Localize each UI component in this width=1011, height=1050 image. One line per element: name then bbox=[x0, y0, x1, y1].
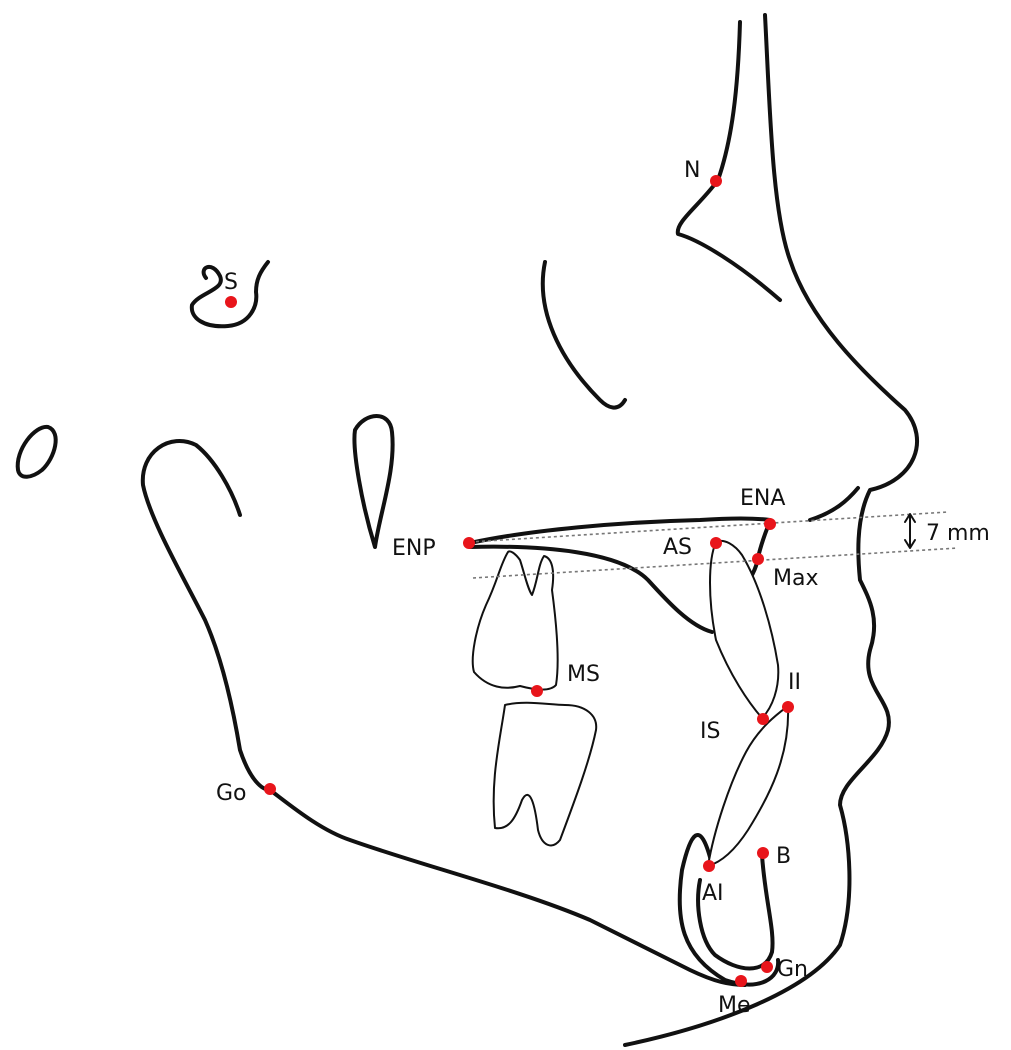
landmark-label-ai: AI bbox=[702, 881, 724, 906]
landmark-label-gn: Gn bbox=[777, 957, 808, 982]
landmark-label-b: B bbox=[776, 844, 791, 869]
landmark-as-point bbox=[710, 537, 722, 549]
landmark-label-n: N bbox=[684, 158, 700, 183]
landmark-label-me: Me bbox=[718, 993, 751, 1018]
landmark-ai-point bbox=[703, 860, 715, 872]
measurement-arrow bbox=[905, 514, 915, 548]
landmark-ii-point bbox=[782, 701, 794, 713]
landmark-ms-point bbox=[531, 685, 543, 697]
landmark-ena-point bbox=[764, 518, 776, 530]
landmark-label-s: S bbox=[224, 270, 238, 295]
palatal-reference-line bbox=[470, 512, 948, 542]
landmark-go-point bbox=[264, 783, 276, 795]
landmark-me-point bbox=[735, 975, 747, 987]
nose-ala-outline bbox=[810, 488, 858, 520]
landmark-n-point bbox=[710, 175, 722, 187]
landmark-label-as: AS bbox=[663, 535, 692, 560]
landmark-label-ena: ENA bbox=[740, 486, 785, 511]
lower-molar bbox=[494, 703, 597, 846]
landmark-label-ms: MS bbox=[567, 662, 600, 687]
landmark-label-go: Go bbox=[216, 781, 247, 806]
landmark-label-max: Max bbox=[773, 566, 818, 591]
ear-canal-outline bbox=[18, 427, 56, 477]
upper-incisor bbox=[710, 541, 778, 718]
hard-palate-outline bbox=[470, 519, 770, 544]
measurement-label: 7 mm bbox=[926, 521, 990, 546]
landmark-s-point bbox=[225, 296, 237, 308]
landmark-is-point bbox=[757, 713, 769, 725]
upper-molar bbox=[473, 551, 558, 689]
landmark-label-is: IS bbox=[700, 719, 720, 744]
landmark-max-point bbox=[752, 553, 764, 565]
landmark-enp-point bbox=[463, 537, 475, 549]
orbit-outline bbox=[543, 262, 625, 408]
landmark-label-enp: ENP bbox=[392, 536, 436, 561]
symphysis-inner-outline bbox=[698, 855, 772, 969]
pterygoid-outline bbox=[354, 416, 392, 547]
landmark-label-ii: II bbox=[788, 670, 801, 695]
landmark-b-point bbox=[757, 847, 769, 859]
landmark-gn-point bbox=[761, 961, 773, 973]
